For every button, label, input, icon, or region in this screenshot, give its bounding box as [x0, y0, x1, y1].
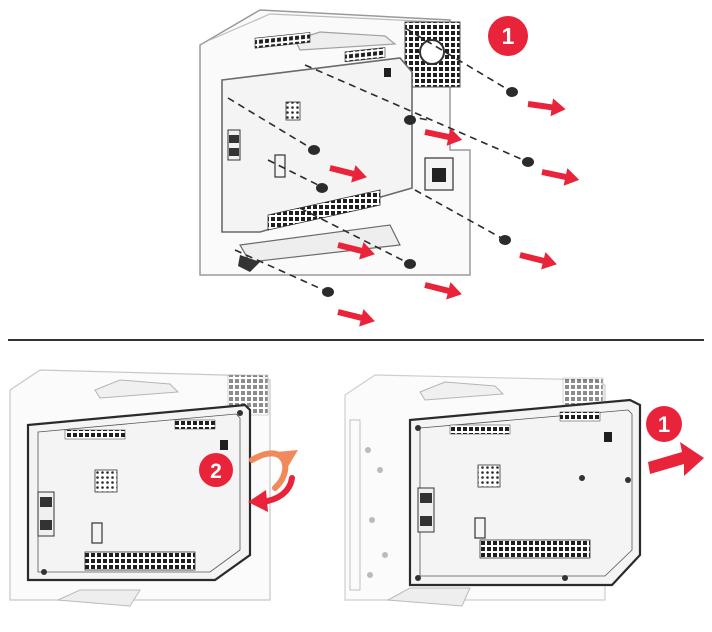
connector-bank [479, 539, 591, 559]
step-badge-bottom-right: 1 [646, 406, 682, 442]
chip-icon [285, 101, 301, 121]
right-arrow-icon [541, 168, 580, 186]
step-number-top: 1 [502, 23, 515, 49]
right-arrow-icon [519, 252, 557, 270]
right-arrow-icon [527, 98, 566, 117]
controller-board-shield [408, 398, 642, 587]
numbered-circle-icon [199, 453, 233, 487]
right-arrow-icon [329, 165, 367, 183]
screw-icon [404, 259, 416, 269]
screw-icon [404, 115, 416, 125]
removal-arrows [329, 98, 580, 327]
screws [308, 87, 534, 297]
right-arrow-icon [337, 242, 375, 260]
chip-icon [477, 464, 501, 488]
screw-icon [506, 87, 518, 97]
right-arrow-icon [424, 282, 462, 300]
paper-tray-top [294, 31, 397, 51]
bottom-left-illustration: 2 [9, 369, 298, 607]
right-arrow-icon [337, 309, 375, 327]
fan-icon [419, 39, 445, 65]
right-arrow-icon [424, 128, 463, 146]
top-illustration: 1 [199, 9, 580, 327]
chip-icon [94, 469, 118, 493]
step-badge-top: 1 [488, 16, 528, 56]
step-number-bottom-right: 1 [658, 412, 670, 437]
controller-board-shield [221, 57, 413, 233]
controller-board-shield [26, 403, 252, 582]
screw-icon [308, 145, 320, 155]
screw-icon [316, 183, 328, 193]
screw-icon [322, 287, 334, 297]
curved-rotate-arrow-icon [248, 450, 298, 512]
step-number-bottom-left: 2 [210, 460, 222, 483]
right-arrow-icon [648, 442, 704, 476]
connector-bank [267, 189, 381, 231]
numbered-circle-icon [488, 16, 528, 56]
bottom-right-illustration: 1 [344, 374, 704, 607]
step-badge-bottom-left: 2 [199, 453, 233, 487]
connector-bank [84, 551, 196, 571]
numbered-circle-icon [646, 406, 682, 442]
screw-icon [499, 235, 511, 245]
screw-icon [522, 157, 534, 167]
